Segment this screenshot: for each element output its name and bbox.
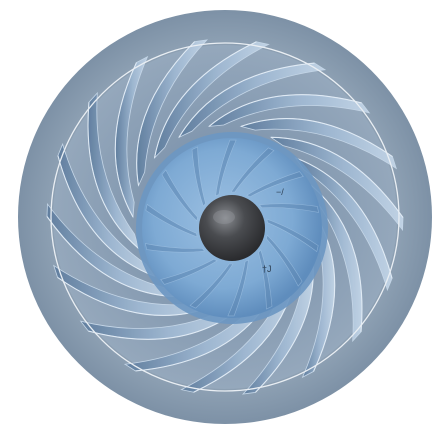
blade-edge-highlight bbox=[208, 94, 362, 127]
hub-blade bbox=[189, 263, 234, 309]
blade-edge-highlight bbox=[87, 102, 139, 249]
blade-edge-highlight bbox=[295, 157, 393, 279]
hub-blade bbox=[144, 243, 205, 253]
hub-blade bbox=[215, 139, 237, 197]
blade-edge-highlight bbox=[46, 216, 180, 298]
hub-blade bbox=[161, 169, 198, 222]
blade-edge-highlight bbox=[114, 62, 137, 218]
hub-blades bbox=[144, 139, 320, 317]
shroud-rim-line bbox=[50, 42, 400, 392]
shaft bbox=[199, 195, 265, 261]
annotation-mark-2: †J bbox=[262, 264, 272, 274]
hub-blade bbox=[191, 146, 206, 207]
hub-blade bbox=[246, 171, 304, 198]
hub-blade bbox=[266, 218, 319, 253]
hub-blade bbox=[266, 234, 303, 287]
shaft-highlight bbox=[213, 210, 235, 224]
hub-blade bbox=[230, 147, 275, 193]
annotation-mark-1: −/ bbox=[276, 187, 284, 197]
blade-edge-highlight bbox=[57, 155, 155, 277]
blade-edge-highlight bbox=[270, 136, 404, 218]
blade-edge-highlight bbox=[240, 118, 393, 158]
hub-blade bbox=[160, 258, 218, 285]
blade-edge-highlight bbox=[311, 185, 363, 332]
hub-blade bbox=[258, 249, 273, 310]
blade-edge-highlight bbox=[153, 41, 257, 158]
blade-edge-highlight bbox=[178, 62, 315, 138]
hub-blade bbox=[259, 203, 320, 213]
blade-edge-highlight bbox=[136, 41, 195, 186]
hub-blade bbox=[145, 203, 198, 238]
hub-blade bbox=[227, 259, 249, 317]
